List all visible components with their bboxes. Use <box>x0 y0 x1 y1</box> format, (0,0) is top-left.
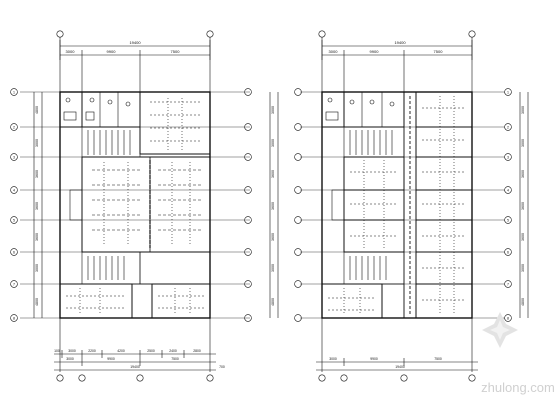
left-entrance-projection <box>69 189 83 221</box>
left-side-dim-7: 4800 <box>35 298 39 306</box>
left-row-axis-bubbles-right <box>244 88 252 322</box>
right-row-axis-4: 4 <box>507 188 509 192</box>
right-row-axis-1: 1 <box>507 90 509 94</box>
right-side-dim-4: 3600 <box>521 202 525 210</box>
right-top-dimension-chain: 19400 3000 9900 7500 <box>321 40 473 60</box>
left-bottom-row2-dim-2: 9900 <box>107 357 115 361</box>
left-central-hall <box>81 156 211 253</box>
left-bottom-dim-5: 2500 <box>147 349 155 353</box>
left-top-dim-2: 9900 <box>107 49 117 54</box>
left-bottom-row2-dim-3: 7500 <box>171 357 179 361</box>
right-side-dim-5: 3600 <box>521 233 525 241</box>
left-bottom-dimension-chain: 100 3000 2200 4200 2500 2400 2800 3000 9… <box>54 318 225 382</box>
left-top-dim-1: 3000 <box>66 49 76 54</box>
left-bottom-dim-4: 4200 <box>117 349 125 353</box>
right-bottom-dimension-chain: 3000 9900 7500 19400 <box>316 318 478 382</box>
right-bottom-dim-1: 3000 <box>329 357 337 361</box>
right-side-dim-6: 3000 <box>521 264 525 272</box>
left-bottom-right-note: 700 <box>219 365 225 369</box>
left-side-dim-6: 3000 <box>35 264 39 272</box>
left-row-axis-lines <box>20 91 250 319</box>
left-bottom-rooms <box>59 251 211 319</box>
left-rside-dim-2: 3000 <box>271 139 275 147</box>
left-row-axis-3: 3 <box>13 155 15 159</box>
right-bottom-dim-2: 9900 <box>370 357 378 361</box>
right-side-dim-7: 4800 <box>521 298 525 306</box>
left-rside-dim-4: 3600 <box>271 202 275 210</box>
left-right-side-dimension-chain: 3000 3000 3600 3600 3600 3000 4800 <box>269 92 279 318</box>
right-row-axis-6: 6 <box>507 250 509 254</box>
right-side-dim-1: 3000 <box>521 106 525 114</box>
right-bottom-rooms <box>321 251 405 319</box>
left-side-dim-1: 4800 <box>35 106 39 114</box>
left-row-axis-5: 5 <box>13 218 15 222</box>
watermark: zhulong.com <box>481 312 555 395</box>
left-side-dim-5: 3600 <box>35 233 39 241</box>
left-side-dimension-chain: 4800 3000 3600 3600 3600 3000 4800 <box>33 92 43 318</box>
right-row-axis-bubbles-left <box>294 88 302 322</box>
left-rside-dim-1: 3000 <box>271 106 275 114</box>
right-bottom-dim-3: 7500 <box>434 357 442 361</box>
left-side-dim-4: 3600 <box>35 202 39 210</box>
left-row-axis-7: 7 <box>13 282 15 286</box>
left-bottom-dim-3: 2200 <box>88 349 96 353</box>
left-row-axis-1: 1 <box>13 90 15 94</box>
right-row-axis-3: 3 <box>507 155 509 159</box>
left-bottom-total-label: 19400 <box>130 365 140 369</box>
left-bottom-dim-7: 2800 <box>193 349 201 353</box>
left-rside-dim-6: 3000 <box>271 264 275 272</box>
right-bottom-total-label: 19400 <box>395 365 405 369</box>
left-side-dim-3: 3600 <box>35 170 39 178</box>
left-top-axis-bubbles <box>56 30 214 92</box>
left-top-stair <box>81 126 141 158</box>
right-row-axis-5: 5 <box>507 218 509 222</box>
right-floor-plan: 19400 3000 9900 7500 <box>294 30 529 382</box>
left-rside-dim-3: 3600 <box>271 170 275 178</box>
left-rside-dim-7: 4800 <box>271 298 275 306</box>
left-side-dim-2: 3000 <box>35 139 39 147</box>
right-top-axis-bubbles <box>318 30 476 92</box>
left-rside-dim-5: 3600 <box>271 233 275 241</box>
left-top-rooms <box>59 91 211 155</box>
left-bottom-dim-1: 100 <box>54 349 60 353</box>
left-bottom-dim-6: 2400 <box>169 349 177 353</box>
right-top-total-label: 19400 <box>394 40 406 45</box>
left-row-axis-8: 8 <box>13 316 15 320</box>
right-top-dim-3: 7500 <box>434 49 444 54</box>
left-row-axis-4: 4 <box>13 188 15 192</box>
right-side-dim-2: 3000 <box>521 139 525 147</box>
right-row-axis-bubbles-right: 1 2 3 4 5 6 7 8 <box>504 88 512 322</box>
left-row-axis-6: 6 <box>13 250 15 254</box>
left-top-dimension-chain: 19400 3000 9900 7500 <box>59 40 211 60</box>
right-row-axis-lines <box>300 91 505 319</box>
right-entrance-projection <box>331 189 345 221</box>
right-row-axis-7: 7 <box>507 282 509 286</box>
left-floor-plan: 19400 3000 9900 7500 <box>10 30 279 382</box>
right-top-stair <box>343 126 405 158</box>
left-top-dim-3: 7500 <box>171 49 181 54</box>
left-row-axis-2: 2 <box>13 125 15 129</box>
right-side-dim-3: 3600 <box>521 170 525 178</box>
watermark-text: zhulong.com <box>481 380 555 395</box>
right-top-dim-1: 3000 <box>329 49 339 54</box>
right-west-rooms <box>343 156 405 253</box>
left-bottom-dim-2: 3000 <box>68 349 76 353</box>
right-side-dimension-chain: 3000 3000 3600 3600 3600 3000 4800 <box>519 92 529 318</box>
right-top-dim-2: 9900 <box>370 49 380 54</box>
left-bottom-row2-dim-1: 3000 <box>66 357 74 361</box>
watermark-logo-icon <box>482 312 518 348</box>
left-row-axis-bubbles-left: 1 2 3 4 5 6 7 8 <box>10 88 18 322</box>
right-row-axis-2: 2 <box>507 125 509 129</box>
right-row-axis-8: 8 <box>507 316 509 320</box>
left-top-total-label: 19400 <box>129 40 141 45</box>
